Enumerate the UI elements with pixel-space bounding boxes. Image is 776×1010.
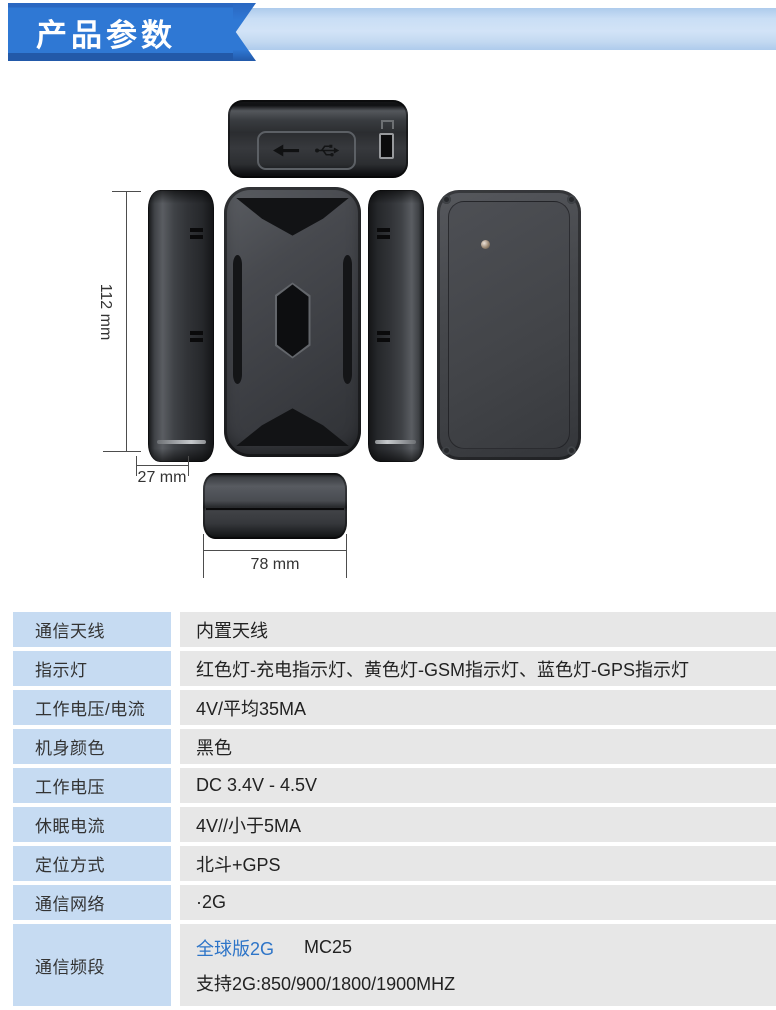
product-side-view-left — [148, 190, 214, 462]
spec-row: 通信天线 内置天线 — [13, 612, 776, 647]
clip-tab-detail — [190, 331, 204, 336]
dimension-tick — [203, 534, 204, 578]
spec-row: 指示灯 红色灯-充电指示灯、黄色灯-GSM指示灯、蓝色灯-GPS指示灯 — [13, 651, 776, 686]
spec-label: 通信天线 — [13, 612, 171, 647]
seam-line-detail — [205, 507, 345, 510]
spec-value: ·2G — [180, 885, 776, 920]
product-top-view — [228, 100, 408, 178]
spec-value-highlight: 全球版2G — [196, 938, 275, 959]
spec-row: 机身颜色 黑色 — [13, 729, 776, 764]
spec-label: 休眠电流 — [13, 807, 171, 842]
dimension-label-height: 112 mm — [97, 283, 114, 341]
product-front-view — [224, 187, 361, 457]
arrow-left-icon — [273, 144, 301, 157]
spec-table: 通信天线 内置天线 指示灯 红色灯-充电指示灯、黄色灯-GSM指示灯、蓝色灯-G… — [13, 612, 776, 1010]
screw-detail — [442, 195, 451, 204]
screw-detail — [567, 195, 576, 204]
product-side-view-right — [368, 190, 424, 462]
spec-row: 休眠电流 4V//小于5MA — [13, 807, 776, 842]
front-bottom-accent — [235, 408, 350, 447]
spec-value: 黑色 — [180, 729, 776, 764]
screw-detail — [567, 446, 576, 455]
front-hex-accent — [274, 282, 311, 359]
clip-tab-detail — [376, 331, 390, 336]
front-top-accent — [235, 197, 350, 236]
spec-value: 4V/平均35MA — [180, 690, 776, 725]
product-bottom-view — [203, 473, 347, 539]
front-left-accent — [232, 254, 243, 385]
spec-row: 工作电压/电流 4V/平均35MA — [13, 690, 776, 725]
led-indicator — [481, 240, 490, 249]
spec-label: 通信频段 — [13, 924, 171, 1006]
spec-label: 工作电压/电流 — [13, 690, 171, 725]
spec-row: 通信网络 ·2G — [13, 885, 776, 920]
back-panel-detail — [448, 201, 570, 449]
spec-label: 工作电压 — [13, 768, 171, 803]
spec-value: DC 3.4V - 4.5V — [180, 768, 776, 803]
spec-value: 红色灯-充电指示灯、黄色灯-GSM指示灯、蓝色灯-GPS指示灯 — [180, 651, 776, 686]
spec-label: 机身颜色 — [13, 729, 171, 764]
power-switch — [378, 132, 394, 159]
side-highlight-detail — [157, 440, 207, 445]
dimension-cap — [112, 191, 141, 192]
spec-value-module: MC25 — [304, 937, 353, 957]
spec-row: 工作电压 DC 3.4V - 4.5V — [13, 768, 776, 803]
spec-value: 4V//小于5MA — [180, 807, 776, 842]
dimension-tick — [346, 534, 347, 578]
front-right-accent — [342, 254, 353, 385]
dimension-tick — [188, 456, 189, 476]
spec-row: 定位方式 北斗+GPS — [13, 846, 776, 881]
header-ribbon — [230, 8, 776, 50]
clip-tab-detail — [190, 228, 204, 233]
clip-tab-detail — [376, 228, 390, 233]
dimension-line-width — [204, 550, 346, 551]
dimension-label-width: 78 mm — [250, 556, 300, 573]
product-back-view — [437, 190, 581, 460]
spec-value: 内置天线 — [180, 612, 776, 647]
spec-value-line2: 支持2G:850/900/1800/1900MHZ — [196, 973, 456, 994]
spec-value: 全球版2G MC25 支持2G:850/900/1800/1900MHZ — [180, 924, 776, 1006]
spec-row: 通信频段 全球版2G MC25 支持2G:850/900/1800/1900MH… — [13, 924, 776, 1006]
section-title-banner: 产品参数 — [8, 3, 233, 61]
screw-detail — [442, 446, 451, 455]
side-highlight-detail — [374, 440, 417, 445]
switch-cap-detail — [380, 120, 394, 130]
spec-label: 指示灯 — [13, 651, 171, 686]
dimension-line-height — [126, 192, 127, 452]
dimension-tick — [136, 456, 137, 476]
spec-value: 北斗+GPS — [180, 846, 776, 881]
dimension-label-thickness: 27 mm — [137, 469, 187, 486]
usb-icon — [314, 143, 340, 158]
dimension-line-thickness — [136, 465, 189, 466]
usb-cover-panel — [256, 131, 356, 171]
spec-label: 定位方式 — [13, 846, 171, 881]
page-title: 产品参数 — [36, 17, 176, 53]
dimension-cap — [103, 451, 141, 452]
spec-label: 通信网络 — [13, 885, 171, 920]
